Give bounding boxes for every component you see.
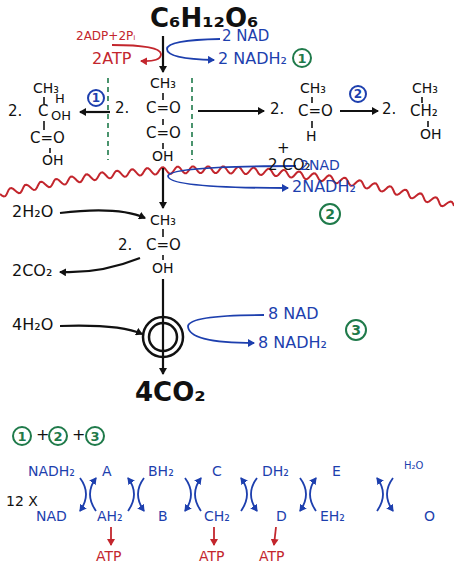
circled-number: 2: [48, 426, 68, 446]
text-label: +: [72, 426, 85, 444]
text-label: 8 NAD: [268, 305, 319, 323]
callout-number: 2: [53, 430, 62, 443]
text-label: DH₂: [262, 463, 289, 479]
text-label: 2 NAD: [222, 28, 269, 45]
redox-arc: [310, 478, 316, 511]
text-label: ATP: [199, 548, 224, 564]
text-label: +: [36, 426, 49, 444]
text-label: CH₂: [410, 103, 438, 120]
circled-number: 2: [349, 85, 367, 103]
text-label: C=O: [146, 100, 181, 117]
text-label: CH₃: [150, 212, 176, 228]
text-label: 2.: [8, 103, 22, 120]
text-label: EH₂: [320, 508, 345, 524]
redox-arc: [138, 478, 144, 511]
text-label: 2ADP+2Pᵢ: [76, 30, 135, 44]
circled-number: 2: [319, 203, 341, 225]
callout-number: 2: [354, 88, 362, 100]
callout-number: 3: [351, 323, 361, 337]
redox-arc: [377, 478, 383, 511]
text-label: O: [424, 508, 435, 524]
text-label: 2NADH₂: [292, 178, 356, 196]
membrane: [0, 166, 454, 206]
text-label: CH₃: [412, 80, 438, 96]
text-label: OH: [152, 148, 174, 164]
text-label: 4CO₂: [135, 378, 206, 408]
text-label: OH: [42, 152, 64, 168]
text-label: NAD: [36, 508, 67, 524]
text-label: E: [332, 463, 341, 479]
text-label: ATP: [96, 548, 121, 564]
text-label: BH₂: [148, 463, 174, 479]
text-label: B: [158, 508, 168, 524]
text-label: 8 NADH₂: [258, 334, 327, 352]
redox-arc: [80, 478, 86, 511]
text-label: 12 X: [6, 493, 38, 509]
redox-arc: [300, 478, 306, 511]
text-label: 2CO₂: [12, 262, 52, 280]
text-label: H₂O: [404, 460, 423, 472]
text-label: NADH₂: [28, 463, 75, 479]
text-label: C=O: [146, 237, 181, 254]
text-label: A: [102, 463, 112, 479]
text-label: C: [212, 463, 222, 479]
callout-number: 1: [17, 430, 26, 443]
circled-number: 3: [345, 319, 367, 341]
text-label: 2.: [382, 101, 396, 118]
redox-arc: [251, 478, 257, 511]
callout-number: 3: [90, 430, 99, 443]
text-label: H: [55, 92, 65, 107]
text-label: OH: [51, 109, 71, 124]
redox-arc: [387, 478, 393, 511]
redox-arc: [90, 478, 96, 511]
text-label: 4H₂O: [12, 316, 53, 334]
redox-arc: [185, 478, 191, 511]
text-label: 2 NADH₂: [218, 50, 287, 68]
text-label: D: [276, 508, 287, 524]
text-label: CH₂: [204, 508, 230, 524]
callout-number: 1: [92, 92, 100, 104]
callout-number: 2: [325, 207, 335, 221]
text-label: 2.: [118, 237, 132, 254]
bonds: [44, 93, 428, 260]
text-label: C=O: [30, 130, 65, 147]
text-label: OH: [420, 126, 442, 142]
cofactor-arrows: [112, 39, 296, 343]
text-label: C=O: [146, 125, 181, 142]
circled-number: 3: [85, 426, 105, 446]
text-label: H: [306, 128, 317, 144]
text-label: C=O: [298, 103, 333, 120]
text-label: C: [38, 103, 48, 120]
text-label: +: [277, 140, 290, 157]
circled-number: 1: [292, 48, 312, 68]
text-label: 2NAD: [300, 157, 340, 173]
cycle-symbol: [143, 317, 183, 357]
circled-number: 1: [87, 89, 105, 107]
text-label: CH₃: [300, 80, 326, 96]
text-label: 2H₂O: [12, 203, 53, 221]
circled-number: 1: [12, 426, 32, 446]
redox-arc: [195, 478, 201, 511]
callout-number: 1: [297, 52, 306, 65]
redox-arc: [241, 478, 247, 511]
text-label: CH₃: [150, 75, 176, 91]
flow-arrows: [60, 36, 378, 374]
redox-arrows: [80, 478, 393, 511]
atp-arrows: [111, 527, 276, 545]
text-label: 2.: [115, 100, 129, 117]
text-label: AH₂: [97, 508, 123, 524]
text-label: ATP: [259, 548, 284, 564]
redox-arc: [128, 478, 134, 511]
text-label: OH: [152, 260, 174, 276]
text-label: 2.: [270, 101, 284, 118]
text-label: 2ATP: [92, 50, 131, 68]
